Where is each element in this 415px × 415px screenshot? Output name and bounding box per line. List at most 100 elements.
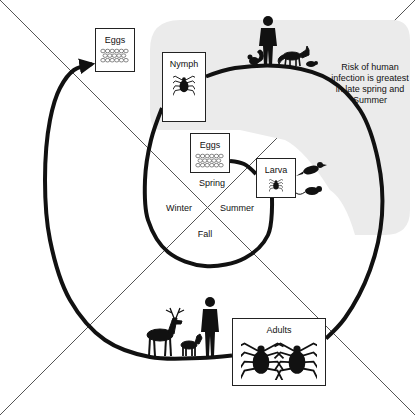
larva-icon (269, 178, 283, 192)
eggs-icon (195, 153, 225, 169)
egg (210, 163, 214, 167)
egg (103, 54, 107, 58)
deer-leg (170, 338, 171, 356)
risk-shading (150, 20, 410, 235)
deer-antlers (166, 308, 184, 318)
season-label: Summer (219, 203, 255, 214)
deer-leg (154, 339, 155, 356)
egg (121, 54, 125, 58)
egg (101, 49, 105, 53)
squirrel-silhouette (248, 50, 264, 66)
nymph-icon (173, 72, 195, 96)
egg-cluster (196, 154, 223, 167)
fox-head (300, 46, 309, 58)
mouse-head (316, 186, 322, 192)
egg (119, 58, 123, 62)
tick-head (275, 180, 277, 182)
season-label: Spring (198, 178, 226, 189)
egg (196, 163, 200, 167)
tick-body (253, 351, 270, 374)
risk-note: Risk of human infection is greatest in l… (328, 62, 412, 106)
tick-body (180, 80, 189, 92)
deer-head (172, 320, 182, 324)
egg-cluster (101, 49, 128, 62)
squirrel-head (248, 55, 253, 60)
egg (207, 159, 211, 163)
egg (115, 49, 119, 53)
egg (200, 154, 204, 158)
egg (115, 58, 119, 62)
stage-name: Eggs (105, 33, 126, 46)
tick-icon (269, 180, 283, 193)
tick-icon (241, 344, 284, 381)
stage-name: Nymph (170, 57, 199, 70)
squirrel-tail (257, 50, 264, 64)
dog-leg (191, 347, 193, 356)
egg (200, 163, 204, 167)
tick-body (289, 351, 306, 374)
dog-head (195, 334, 202, 344)
tick-head (293, 346, 300, 353)
life-stage-box: Larva (256, 158, 296, 198)
bird-tail (296, 171, 304, 176)
fox-leg (299, 58, 300, 66)
egg (205, 154, 209, 158)
dog-leg (194, 347, 196, 356)
dog-leg (182, 347, 184, 356)
life-stage-box: Nymph (162, 52, 206, 122)
stage-name: Larva (265, 163, 288, 176)
life-cycle-arrow (145, 108, 272, 266)
stage-name: Eggs (200, 138, 221, 151)
stage-name: Adults (266, 323, 291, 336)
dog-leg (185, 347, 187, 356)
egg (198, 159, 202, 163)
tick-head (257, 346, 264, 353)
egg (214, 154, 218, 158)
egg (210, 154, 214, 158)
season-label: Fall (197, 229, 214, 240)
tick-icon (173, 76, 195, 96)
egg (205, 163, 209, 167)
egg (110, 49, 114, 53)
life-cycle-arrow (230, 161, 256, 174)
egg (110, 58, 114, 62)
mouse-silhouette (296, 186, 322, 195)
egg (108, 54, 112, 58)
life-stage-box: Adults (232, 318, 326, 386)
egg (117, 54, 121, 58)
deer-silhouette (147, 308, 184, 356)
deer-leg (149, 338, 150, 356)
life-cycle-arrow (206, 66, 382, 339)
life-stage-box: Eggs (95, 28, 135, 72)
egg (101, 58, 105, 62)
egg (214, 163, 218, 167)
season-label: Winter (165, 203, 193, 214)
mouse-head (314, 61, 318, 65)
egg (119, 49, 123, 53)
egg (105, 58, 109, 62)
deer-leg (165, 339, 166, 356)
egg (124, 49, 128, 53)
fox-silhouette (278, 46, 309, 66)
mouse-silhouette (306, 61, 318, 67)
fox-leg (295, 58, 297, 66)
bird-silhouette (296, 162, 327, 176)
egg (203, 159, 207, 163)
adults-icon (241, 338, 317, 380)
eggs-icon (100, 48, 130, 64)
egg (124, 58, 128, 62)
tick-body (273, 182, 279, 190)
fox-tail (278, 55, 285, 64)
egg (112, 54, 116, 58)
egg (212, 159, 216, 163)
fox-leg (289, 58, 291, 66)
egg (219, 154, 223, 158)
tick-head (182, 77, 186, 81)
egg (216, 159, 220, 163)
bird-beak (322, 164, 327, 167)
egg (219, 163, 223, 167)
dog-silhouette (181, 334, 202, 356)
